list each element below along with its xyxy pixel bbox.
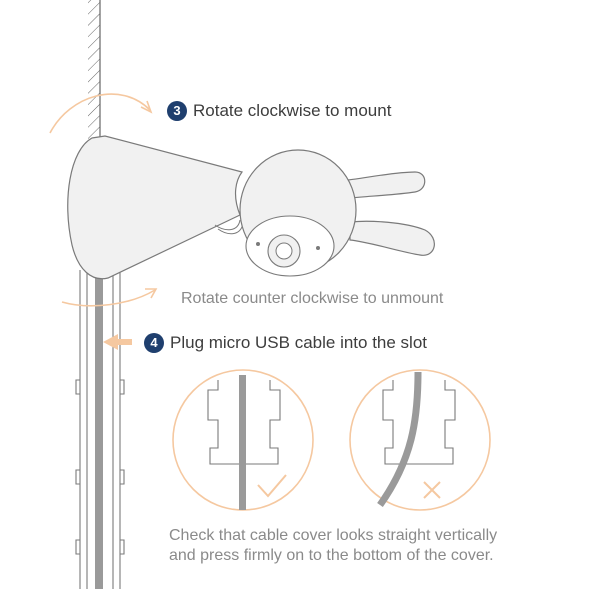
check-mark-icon [257,474,287,498]
cross-mark-icon [423,481,441,499]
wrong-detail-circle [349,369,491,511]
plug-in-arrow [103,334,132,350]
correct-detail-circle [172,369,314,511]
step-4-text: Plug micro USB cable into the slot [170,333,428,352]
step-4-badge: 4 [144,333,164,353]
usb-cable-vertical [95,270,103,589]
note-line-1: Check that cable cover looks straight ve… [169,527,498,544]
note-line-2: and press firmly on to the bottom of the… [169,547,494,564]
unmount-label: Rotate counter clockwise to unmount [181,290,444,307]
step-3-text: Rotate clockwise to mount [193,101,392,120]
camera-mount [67,135,244,280]
step-3-label: 3 Rotate clockwise to mount [167,101,391,121]
step-3-badge: 3 [167,101,187,121]
rotate-counter-clockwise-arrow [61,288,158,307]
cable-check-note: Check that cable cover looks straight ve… [169,526,589,566]
cable-cover [75,270,125,589]
camera-head [239,149,435,277]
wall [88,0,101,150]
rotate-clockwise-arrow [49,93,153,134]
step-4-label: 4 Plug micro USB cable into the slot [144,333,427,353]
